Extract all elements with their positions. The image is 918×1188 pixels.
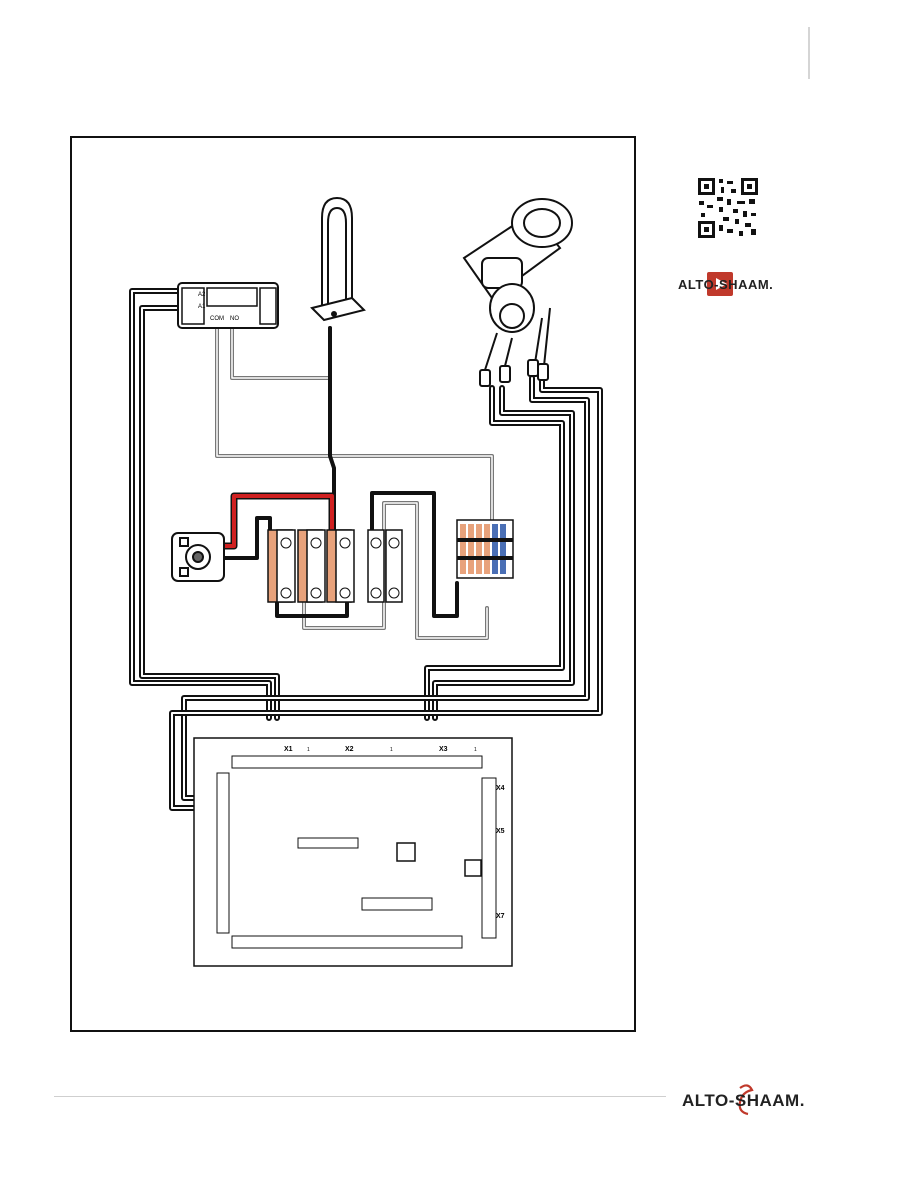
footer-logo-text: ALTO-SHAAM. [682, 1091, 805, 1110]
relay: A1 A2 COM NO [177, 282, 279, 329]
terminal-strip [456, 519, 514, 579]
brand-footer-logo: ALTO-SHAAM. [682, 1082, 812, 1118]
header-x1: X1 [284, 746, 293, 753]
alto-shaam-logo: ALTO-SHAAM. [682, 1084, 805, 1116]
rotary-switch [171, 532, 225, 582]
contactor-block [267, 529, 403, 603]
relay-label-a2: A2 [198, 292, 206, 298]
brand-video-logo[interactable]: ALTO-SHAAM. [677, 268, 785, 300]
header-x3: X3 [439, 746, 448, 753]
pin-one-x3: 1 [474, 747, 477, 753]
header-divider [808, 27, 810, 79]
alto-shaam-video-logo: ALTO-SHAAM. [678, 272, 773, 296]
footer-divider [54, 1096, 666, 1097]
relay-label-a1: A1 [198, 304, 206, 310]
header-x5: X5 [496, 828, 505, 835]
play-icon [716, 278, 727, 290]
relay-label-no: NO [230, 316, 239, 322]
control-board: X1 X2 X3 X4 X5 X7 1 1 1 [193, 737, 513, 967]
blower-motor [462, 198, 573, 387]
header-x2: X2 [345, 746, 354, 753]
wiring-diagram-frame: A1 A2 COM NO [70, 136, 636, 1032]
qr-code-icon[interactable] [697, 177, 759, 239]
header-x4: X4 [496, 785, 505, 792]
header-x7: X7 [496, 913, 505, 920]
pin-one-x1: 1 [307, 747, 310, 753]
heating-element [310, 196, 366, 322]
sidebar-logo-text: ALTO-SHAAM. [678, 277, 773, 292]
pin-one-x2: 1 [390, 747, 393, 753]
relay-label-com: COM [210, 316, 224, 322]
wiring-diagram: A1 A2 COM NO [129, 196, 603, 967]
